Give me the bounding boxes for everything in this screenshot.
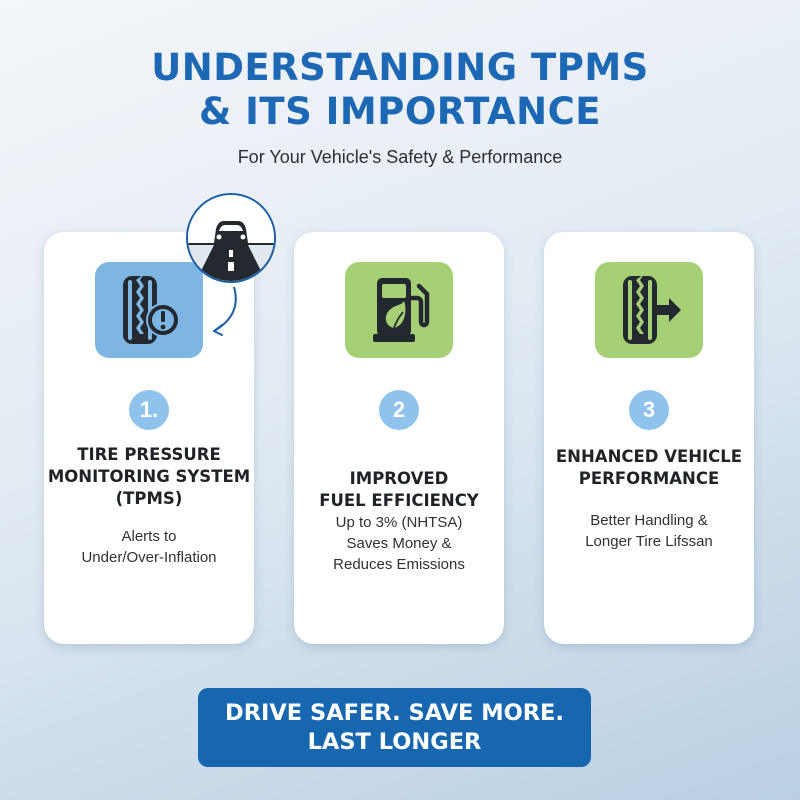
page-subtitle: For Your Vehicle's Safety & Performance xyxy=(237,147,563,167)
card-desc-line: Under/Over-Inflation xyxy=(81,549,217,566)
card-title-line: MONITORING SYSTEM xyxy=(47,467,251,486)
card-title-performance: ENHANCED VEHICLE PERFORMANCE xyxy=(544,446,754,490)
card-desc-tpms: Alerts to Under/Over-Inflation xyxy=(44,526,254,568)
card-desc-line: Alerts to xyxy=(121,528,177,545)
card-title-line: ENHANCED VEHICLE xyxy=(555,447,743,466)
card-desc-line: Saves Money & xyxy=(346,535,452,552)
car-on-road-icon xyxy=(186,193,276,283)
card-fuel-efficiency: 2 IMPROVED FUEL EFFICIENCY Up to 3% (NHT… xyxy=(294,232,504,644)
card-desc-line: Better Handling & xyxy=(590,512,708,529)
cta-line-2: LAST LONGER xyxy=(307,728,482,755)
tire-arrow-icon xyxy=(595,262,703,358)
card-title-line: FUEL EFFICIENCY xyxy=(319,491,479,510)
page-title: UNDERSTANDING TPMS & ITS IMPORTANCE xyxy=(0,46,800,134)
card-desc-line: Reduces Emissions xyxy=(333,556,465,573)
title-line-1: UNDERSTANDING TPMS xyxy=(151,46,649,89)
step-number-3: 3 xyxy=(629,390,669,430)
card-title-line: TIRE PRESSURE xyxy=(77,445,221,464)
tire-alert-icon xyxy=(95,262,203,358)
card-desc-line: Up to 3% (NHTSA) xyxy=(335,514,463,531)
card-vehicle-performance: 3 ENHANCED VEHICLE PERFORMANCE Better Ha… xyxy=(544,232,754,644)
card-desc-line: Longer Tire Lifssan xyxy=(585,533,713,550)
card-title-line: PERFORMANCE xyxy=(578,469,720,488)
card-tpms: 1. TIRE PRESSURE MONITORING SYSTEM (TPMS… xyxy=(44,232,254,644)
card-title-tpms: TIRE PRESSURE MONITORING SYSTEM (TPMS) xyxy=(44,444,254,510)
cta-line-1: DRIVE SAFER. SAVE MORE. xyxy=(225,699,564,726)
card-title-line: IMPROVED xyxy=(349,469,449,488)
step-number-2: 2 xyxy=(379,390,419,430)
curved-arrow-icon xyxy=(200,285,248,345)
card-title-line: (TPMS) xyxy=(115,489,183,508)
cta-banner: DRIVE SAFER. SAVE MORE. LAST LONGER xyxy=(198,688,591,767)
card-desc-fuel: Up to 3% (NHTSA) Saves Money & Reduces E… xyxy=(294,512,504,575)
fuel-pump-leaf-icon xyxy=(345,262,453,358)
card-desc-performance: Better Handling & Longer Tire Lifssan xyxy=(544,510,754,552)
step-number-1: 1. xyxy=(129,390,169,430)
title-line-2: & ITS IMPORTANCE xyxy=(198,90,602,133)
card-title-fuel: IMPROVED FUEL EFFICIENCY xyxy=(294,468,504,512)
